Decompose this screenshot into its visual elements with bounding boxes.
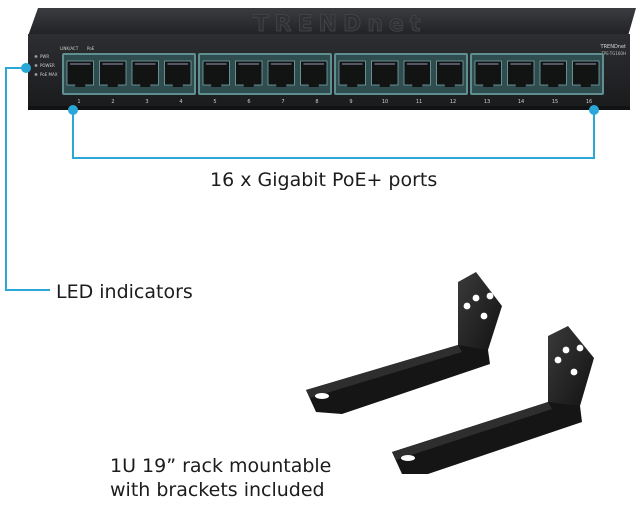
bracket-back-hole-3: [463, 302, 471, 310]
bracket-front-hole-2: [576, 344, 584, 352]
port-contacts: [575, 63, 596, 65]
port-contacts: [407, 63, 428, 65]
led-label: PWR: [40, 54, 49, 59]
bracket-back-hole-4: [480, 312, 488, 320]
bracket-front-arm: [392, 402, 582, 474]
rack-callout-line-1: 1U 19” rack mountable: [110, 455, 332, 477]
bracket-front-slot-2: [429, 479, 443, 485]
bracket-back-arm-highlight: [306, 345, 462, 398]
port-number: 11: [416, 99, 422, 105]
port-number: 1: [77, 99, 80, 105]
bracket-front-hole-1: [562, 346, 570, 354]
port-latch-notch: [75, 83, 86, 87]
port-latch-notch: [483, 83, 494, 87]
bracket-back-hole-2: [486, 292, 494, 300]
port-contacts: [238, 63, 259, 65]
model-number: TPE-TG160H: [600, 51, 626, 56]
ports-callout-line: [72, 110, 595, 159]
port-contacts: [135, 63, 156, 65]
led-dot: [34, 55, 38, 58]
port-contacts: [167, 63, 188, 65]
port-number: 4: [179, 99, 182, 105]
port-contacts: [303, 63, 324, 65]
port-number: 6: [247, 99, 250, 105]
rack-bracket-front: [392, 326, 594, 485]
rack-callout-text: 1U 19” rack mountable with brackets incl…: [110, 454, 390, 502]
port-contacts: [374, 63, 395, 65]
brand-embossed: TRENDnet: [254, 12, 427, 37]
port-number: 15: [552, 99, 558, 105]
led-callout-line: [5, 67, 50, 291]
led-callout-connector: [5, 63, 50, 291]
port-latch-notch: [580, 83, 591, 87]
port-contacts: [342, 63, 363, 65]
poe-label: PoE: [87, 46, 95, 51]
led-label: PoE MAX: [40, 72, 58, 77]
port-latch-notch: [211, 83, 222, 87]
switch-bottom-edge: [28, 106, 630, 110]
bracket-front-hole-3: [554, 356, 562, 364]
led-dot: [34, 73, 38, 76]
ports-callout-dot-right: [589, 105, 599, 115]
bracket-back-arm: [306, 345, 490, 414]
port-contacts: [510, 63, 531, 65]
port-contacts: [439, 63, 460, 65]
port-latch-notch: [243, 83, 254, 87]
port-latch-notch: [140, 83, 151, 87]
front-brand: TRENDnet: [600, 44, 627, 50]
port-latch-notch: [276, 83, 287, 87]
port-contacts: [70, 63, 91, 65]
port-number: 14: [518, 99, 524, 105]
switch-chassis: TRENDnet TRENDnet TPE-TG160H LINK/ACT Po…: [28, 8, 636, 110]
ports-callout-bracket: [68, 105, 599, 159]
port-latch-notch: [308, 83, 319, 87]
ports-callout-dot-left: [68, 105, 78, 115]
rack-callout-line-2: with brackets included: [110, 479, 325, 501]
led-label: POWER: [40, 63, 55, 68]
port-contacts: [102, 63, 123, 65]
port-latch-notch: [347, 83, 358, 87]
port-number: 5: [213, 99, 216, 105]
switch-top-surface: [28, 8, 636, 36]
ports-callout-text: 16 x Gigabit PoE+ ports: [210, 169, 438, 191]
port-number: 8: [315, 99, 318, 105]
port-latch-notch: [379, 83, 390, 87]
port-contacts: [543, 63, 564, 65]
port-number: 13: [484, 99, 490, 105]
port-number: 16: [586, 99, 592, 105]
link-act-label: LINK/ACT: [60, 46, 79, 51]
port-contacts: [478, 63, 499, 65]
bracket-front-arm-highlight: [392, 402, 552, 460]
port-latch-notch: [444, 83, 455, 87]
port-latch-notch: [412, 83, 423, 87]
port-number: 12: [450, 99, 456, 105]
bracket-front-hole-4: [570, 368, 578, 376]
port-latch-notch: [548, 83, 559, 87]
port-number: 2: [111, 99, 114, 105]
port-number: 9: [349, 99, 352, 105]
port-contacts: [271, 63, 292, 65]
rack-bracket-back: [306, 272, 502, 429]
bracket-back-hole-1: [472, 294, 480, 302]
port-number: 3: [145, 99, 148, 105]
bracket-back-slot: [315, 393, 329, 399]
port-number: 7: [281, 99, 284, 105]
led-callout-dot: [21, 63, 31, 73]
led-callout-text: LED indicators: [56, 281, 193, 303]
bracket-back-slot-2: [365, 423, 379, 429]
port-contacts: [206, 63, 227, 65]
bracket-front-slot: [401, 455, 415, 461]
led-indicators: PWR POWER PoE MAX: [34, 54, 58, 77]
port-number: 10: [382, 99, 388, 105]
port-latch-notch: [172, 83, 183, 87]
port-latch-notch: [515, 83, 526, 87]
port-latch-notch: [107, 83, 118, 87]
led-dot: [34, 64, 38, 67]
